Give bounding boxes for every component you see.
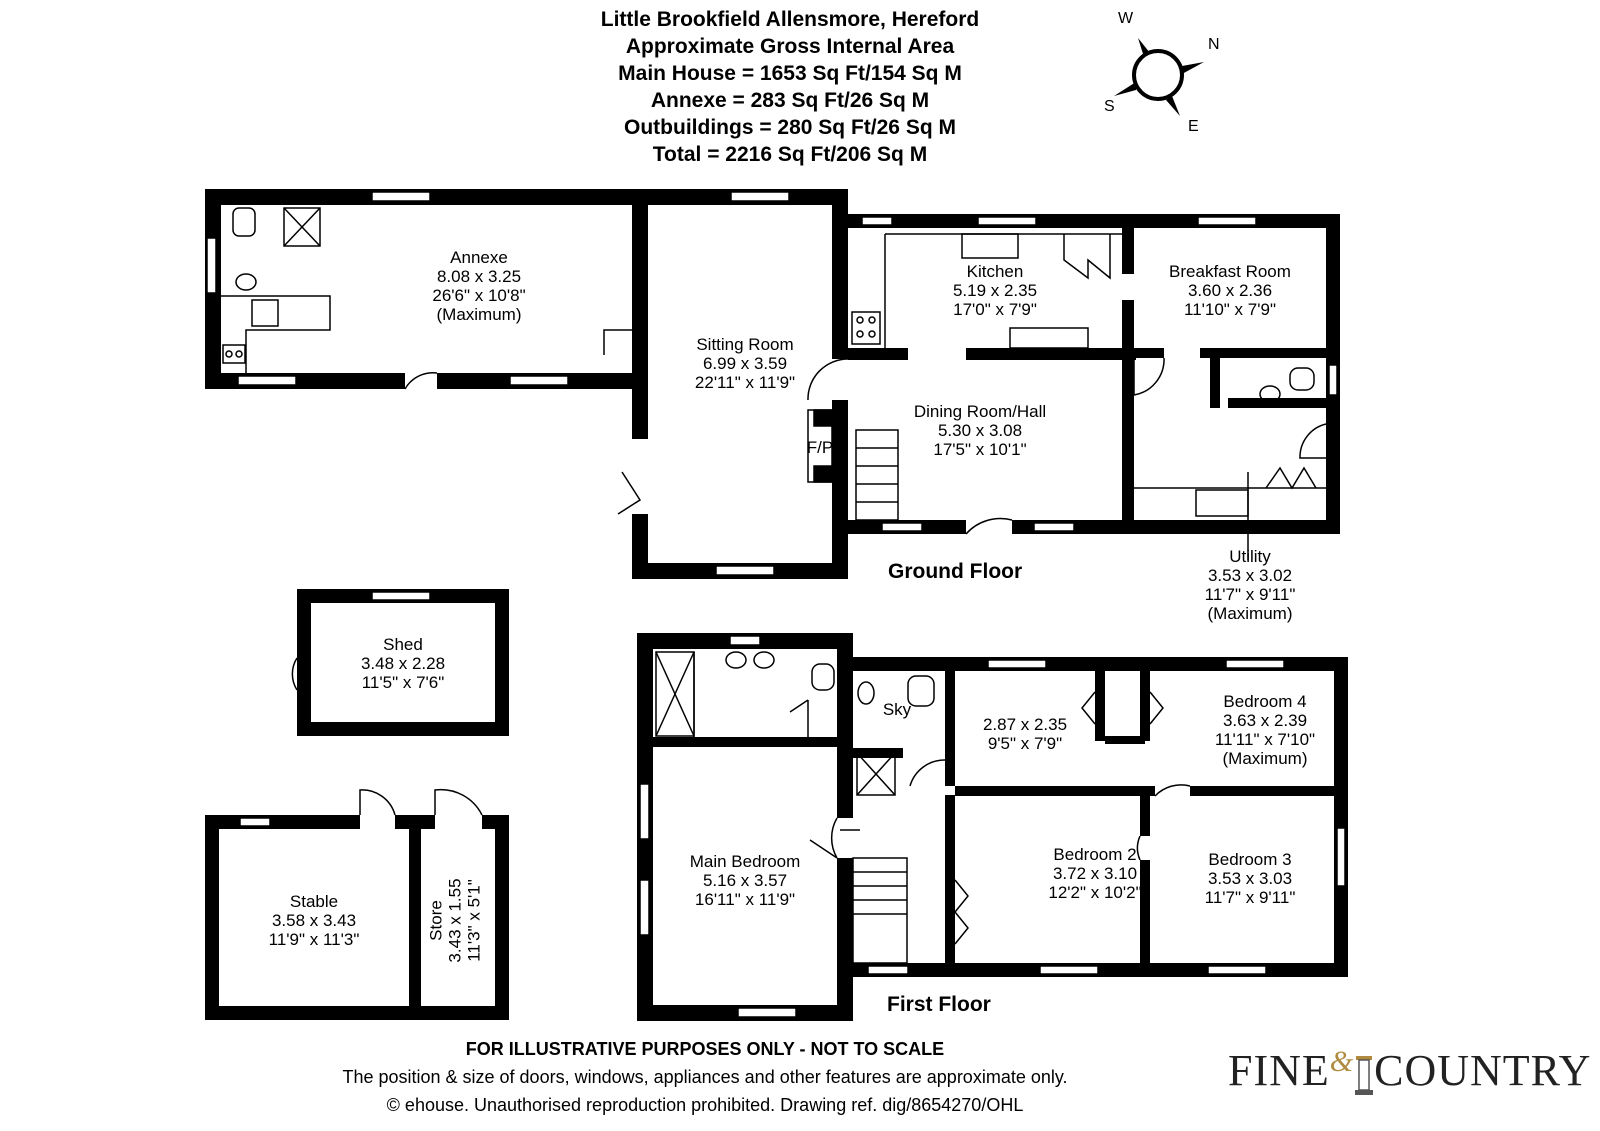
room-dining-imperial: 17'5" x 10'1" bbox=[933, 440, 1027, 459]
room-kitchen-metric: 5.19 x 2.35 bbox=[952, 281, 1038, 300]
room-bedroom-5-metric: 2.87 x 2.35 bbox=[982, 715, 1068, 734]
doors bbox=[291, 357, 1327, 861]
room-kitchen-name: Kitchen bbox=[966, 262, 1024, 281]
area-outbuildings: Outbuildings = 280 Sq Ft/26 Sq M bbox=[624, 116, 956, 139]
room-dining-metric: 5.30 x 3.08 bbox=[937, 421, 1023, 440]
room-bedroom-2: Bedroom 2 3.72 x 3.10 12'2" x 10'2" bbox=[1030, 845, 1160, 902]
room-bedroom-4: Bedroom 4 3.63 x 2.39 11'11" x 7'10" (Ma… bbox=[1190, 692, 1340, 768]
first-floor-label: First Floor bbox=[887, 993, 991, 1016]
room-annexe-imperial: 26'6" x 10'8" bbox=[432, 286, 526, 305]
room-main-bedroom-name: Main Bedroom bbox=[689, 852, 801, 871]
room-bedroom-2-imperial: 12'2" x 10'2" bbox=[1048, 883, 1142, 902]
room-utility: Utility 3.53 x 3.02 11'7" x 9'11" (Maxim… bbox=[1180, 547, 1320, 623]
disclaimer-features: The position & size of doors, windows, a… bbox=[342, 1067, 1068, 1087]
room-shed-name: Shed bbox=[383, 635, 423, 654]
area-annexe: Annexe = 283 Sq Ft/26 Sq M bbox=[650, 89, 930, 112]
room-utility-imperial: 11'7" x 9'11" bbox=[1204, 585, 1296, 604]
room-utility-note: (Maximum) bbox=[1207, 604, 1293, 623]
room-kitchen: Kitchen 5.19 x 2.35 17'0" x 7'9" bbox=[925, 262, 1065, 319]
room-bedroom-3-name: Bedroom 3 bbox=[1208, 850, 1292, 869]
room-stable-name: Stable bbox=[289, 892, 339, 911]
room-bedroom-5: 2.87 x 2.35 9'5" x 7'9" bbox=[970, 715, 1080, 753]
room-breakfast-metric: 3.60 x 2.36 bbox=[1187, 281, 1273, 300]
skylight-label: Sky bbox=[882, 700, 912, 719]
logo-fine: FINE bbox=[1228, 1046, 1330, 1095]
room-main-bedroom: Main Bedroom 5.16 x 3.57 16'11" x 11'9" bbox=[670, 852, 820, 909]
room-bedroom-2-metric: 3.72 x 3.10 bbox=[1052, 864, 1138, 883]
compass-s: S bbox=[1104, 98, 1115, 115]
fine-country-logo: FINE&COUNTRY bbox=[1228, 1045, 1591, 1096]
room-bedroom-4-metric: 3.63 x 2.39 bbox=[1222, 711, 1308, 730]
room-stable-imperial: 11'9" x 11'3" bbox=[268, 930, 360, 949]
room-breakfast-imperial: 11'10" x 7'9" bbox=[1184, 300, 1276, 319]
room-bedroom-5-imperial: 9'5" x 7'9" bbox=[987, 734, 1063, 753]
room-annexe-note: (Maximum) bbox=[436, 305, 522, 324]
room-main-bedroom-imperial: 16'11" x 11'9" bbox=[694, 890, 796, 909]
room-sitting-name: Sitting Room bbox=[696, 335, 794, 354]
room-sitting-imperial: 22'11" x 11'9" bbox=[694, 373, 796, 392]
room-shed: Shed 3.48 x 2.28 11'5" x 7'6" bbox=[333, 635, 473, 692]
room-dining-name: Dining Room/Hall bbox=[913, 402, 1047, 421]
room-breakfast: Breakfast Room 3.60 x 2.36 11'10" x 7'9" bbox=[1150, 262, 1310, 319]
room-main-bedroom-metric: 5.16 x 3.57 bbox=[702, 871, 788, 890]
room-sitting-metric: 6.99 x 3.59 bbox=[702, 354, 788, 373]
room-store-name: Store bbox=[426, 900, 446, 941]
fixtures bbox=[221, 207, 1326, 964]
room-bedroom-3-metric: 3.53 x 3.03 bbox=[1207, 869, 1293, 888]
room-stable-metric: 3.58 x 3.43 bbox=[271, 911, 357, 930]
room-bedroom-2-name: Bedroom 2 bbox=[1053, 845, 1137, 864]
compass-w: W bbox=[1118, 10, 1134, 27]
disclaimer-title: FOR ILLUSTRATIVE PURPOSES ONLY - NOT TO … bbox=[465, 1039, 945, 1059]
room-annexe: Annexe 8.08 x 3.25 26'6" x 10'8" (Maximu… bbox=[409, 248, 549, 324]
logo-amp: & bbox=[1329, 1045, 1355, 1078]
room-bedroom-3: Bedroom 3 3.53 x 3.03 11'7" x 9'11" bbox=[1180, 850, 1320, 907]
fireplace-label: F/P bbox=[806, 438, 834, 457]
disclaimer-copyright: © ehouse. Unauthorised reproduction proh… bbox=[386, 1095, 1024, 1115]
room-shed-metric: 3.48 x 2.28 bbox=[360, 654, 446, 673]
room-bedroom-4-note: (Maximum) bbox=[1222, 749, 1308, 768]
plan-subtitle: Approximate Gross Internal Area bbox=[625, 35, 955, 58]
logo-country: COUNTRY bbox=[1374, 1046, 1592, 1095]
room-utility-name: Utility bbox=[1229, 547, 1271, 566]
room-sitting: Sitting Room 6.99 x 3.59 22'11" x 11'9" bbox=[675, 335, 815, 392]
pillar-icon bbox=[1355, 1056, 1374, 1095]
room-stable: Stable 3.58 x 3.43 11'9" x 11'3" bbox=[244, 892, 384, 949]
room-annexe-name: Annexe bbox=[450, 248, 508, 267]
room-utility-metric: 3.53 x 3.02 bbox=[1207, 566, 1293, 585]
room-store-metric: 3.43 x 1.55 bbox=[445, 878, 465, 963]
ground-floor-label: Ground Floor bbox=[888, 560, 1023, 583]
area-main-house: Main House = 1653 Sq Ft/154 Sq M bbox=[618, 62, 962, 85]
plan-title: Little Brookfield Allensmore, Hereford bbox=[600, 8, 980, 31]
room-bedroom-4-imperial: 11'11" x 7'10" bbox=[1214, 730, 1316, 749]
room-bedroom-3-imperial: 11'7" x 9'11" bbox=[1204, 888, 1296, 907]
room-annexe-metric: 8.08 x 3.25 bbox=[436, 267, 522, 286]
room-bedroom-4-name: Bedroom 4 bbox=[1223, 692, 1307, 711]
windows bbox=[206, 191, 1346, 1018]
compass-e: E bbox=[1188, 118, 1199, 135]
area-total: Total = 2216 Sq Ft/206 Sq M bbox=[652, 143, 928, 166]
room-kitchen-imperial: 17'0" x 7'9" bbox=[953, 300, 1037, 319]
room-breakfast-name: Breakfast Room bbox=[1169, 262, 1291, 281]
room-store-imperial: 11'3" x 5'1" bbox=[464, 879, 484, 962]
room-store: Store 3.43 x 1.55 11'3" x 5'1" bbox=[427, 866, 484, 976]
compass-n: N bbox=[1208, 36, 1220, 53]
room-dining: Dining Room/Hall 5.30 x 3.08 17'5" x 10'… bbox=[900, 402, 1060, 459]
room-shed-imperial: 11'5" x 7'6" bbox=[361, 673, 445, 692]
